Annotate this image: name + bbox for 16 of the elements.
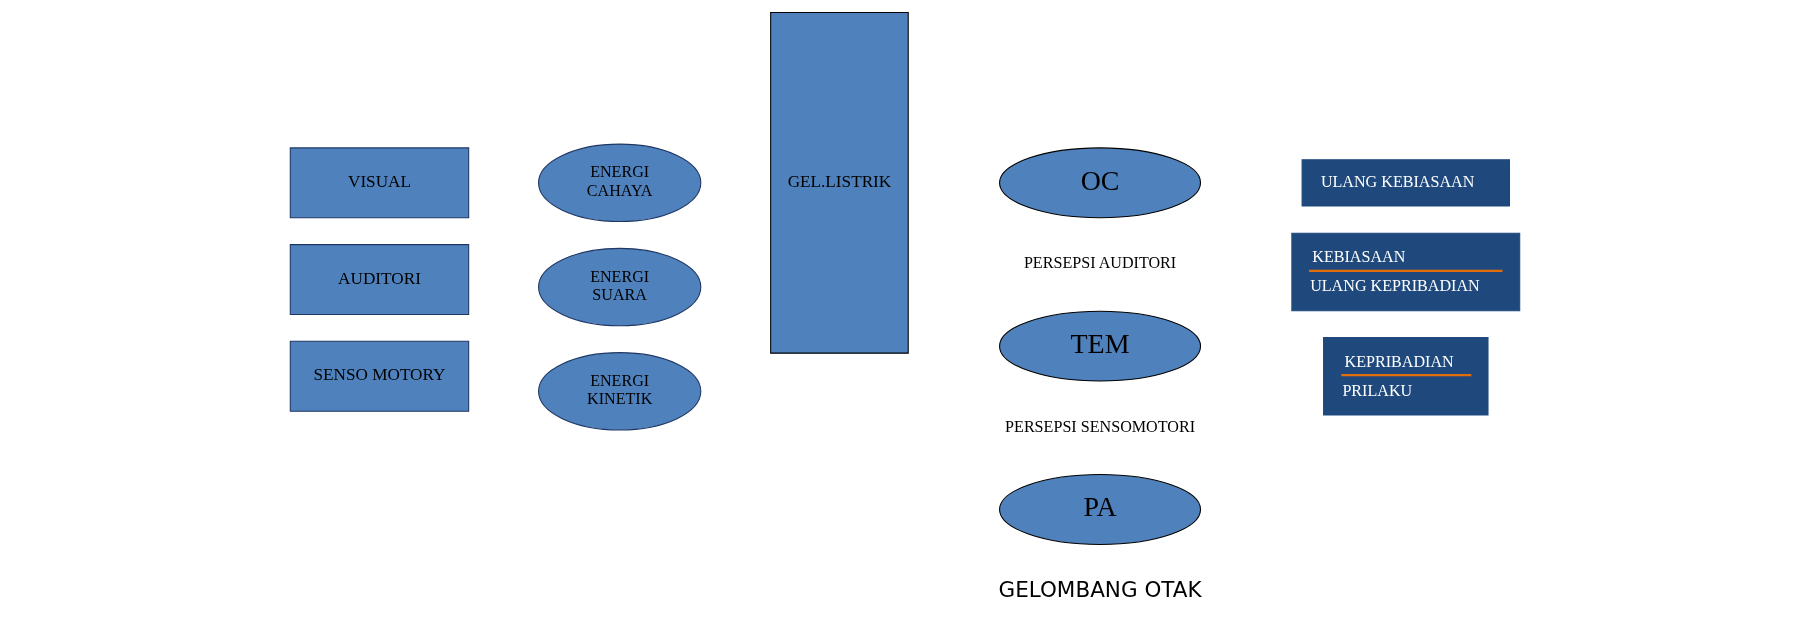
node-box: KEBIASAAN ULANG KEPRIBADIAN [1291, 232, 1521, 312]
label: PERSEPSI SENSOMOTORI [1005, 417, 1196, 435]
node-box: KEPRIBADIAN PRILAKU [1323, 337, 1489, 416]
label: PERSEPSI AUDITORI [1023, 254, 1177, 272]
node-box: VISUAL [289, 147, 470, 219]
node-ellipse: PA [999, 474, 1202, 545]
node-ellipse: ENERGI SUARA [538, 247, 702, 327]
node-ellipse: OC [999, 147, 1202, 219]
node-box: AUDITORI [289, 244, 470, 315]
node-box: SENSO MOTORY [289, 340, 470, 412]
node-box: GEL.LISTRIK [770, 11, 909, 354]
label: GELOMBANG OTAK [998, 576, 1202, 602]
node-ellipse: ENERGI KINETIK [538, 352, 702, 431]
node-box: ULANG KEBIASAAN [1301, 159, 1511, 207]
node-ellipse: TEM [999, 310, 1202, 382]
node-ellipse: ENERGI CAHAYA [538, 143, 702, 223]
